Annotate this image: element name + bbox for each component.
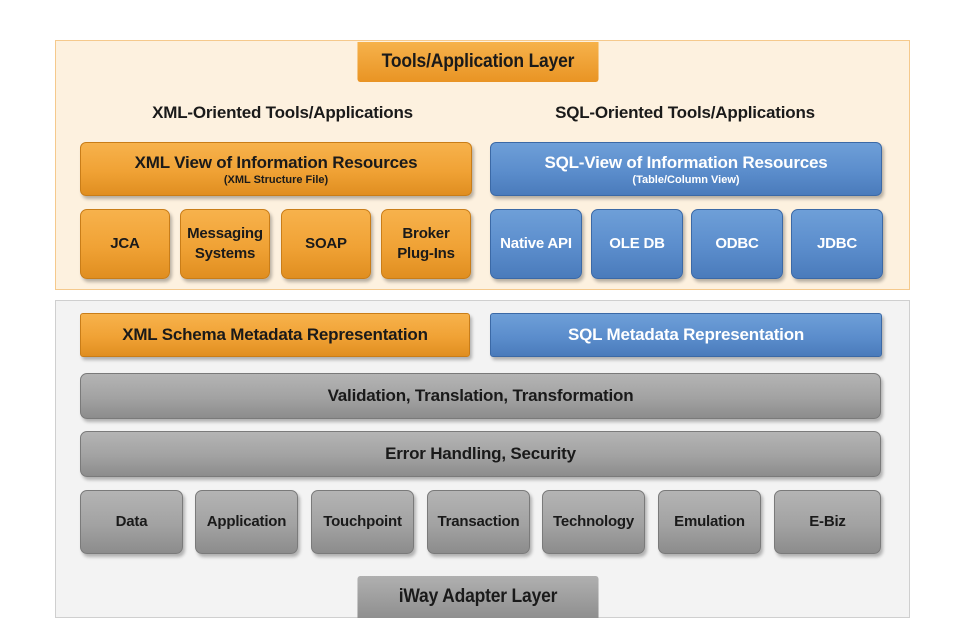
tools-application-layer-title: Tools/Application Layer bbox=[357, 42, 599, 82]
xml-tile-label: JCA bbox=[110, 235, 140, 252]
sql-tile-ole-db: OLE DB bbox=[591, 209, 683, 279]
xml-tile-broker-plug-ins: Broker Plug-Ins bbox=[381, 209, 471, 279]
adapter-tile-application: Application bbox=[195, 490, 298, 554]
sql-view-box: SQL-View of Information Resources (Table… bbox=[490, 142, 882, 196]
adapter-tile-technology: Technology bbox=[542, 490, 645, 554]
xml-tile-label: SOAP bbox=[305, 235, 347, 252]
xml-view-subtitle: (XML Structure File) bbox=[223, 173, 329, 186]
xml-tile-messaging-systems: Messaging Systems bbox=[180, 209, 270, 279]
adapter-tile-label: Data bbox=[115, 513, 148, 530]
xml-view-box: XML View of Information Resources (XML S… bbox=[80, 142, 472, 196]
sql-tile-label: OLE DB bbox=[609, 235, 665, 252]
adapter-tile-touchpoint: Touchpoint bbox=[311, 490, 414, 554]
adapter-tile-label: Touchpoint bbox=[323, 513, 402, 530]
adapter-tile-data: Data bbox=[80, 490, 183, 554]
adapter-tile-transaction: Transaction bbox=[427, 490, 530, 554]
xml-oriented-heading: XML-Oriented Tools/Applications bbox=[152, 103, 413, 122]
adapter-tile-label: Application bbox=[206, 513, 287, 530]
adapter-tile-emulation: Emulation bbox=[658, 490, 761, 554]
error-handling-security-bar: Error Handling, Security bbox=[80, 431, 881, 477]
adapter-tile-label: Technology bbox=[552, 513, 635, 530]
xml-tile-label: Messaging Systems bbox=[187, 225, 263, 262]
sql-view-title: SQL-View of Information Resources bbox=[544, 152, 828, 172]
adapter-tile-label: Emulation bbox=[674, 513, 745, 530]
xml-tile-label: Broker Plug-Ins bbox=[397, 225, 455, 262]
xml-tile-jca: JCA bbox=[80, 209, 170, 279]
adapter-tile-label: E-Biz bbox=[809, 513, 846, 530]
sql-tile-odbc: ODBC bbox=[691, 209, 783, 279]
xml-view-title: XML View of Information Resources bbox=[134, 152, 418, 172]
sql-tile-jdbc: JDBC bbox=[791, 209, 883, 279]
sql-view-subtitle: (Table/Column View) bbox=[632, 173, 740, 186]
iway-adapter-layer-title: iWay Adapter Layer bbox=[357, 576, 599, 618]
sql-metadata-bar: SQL Metadata Representation bbox=[490, 313, 882, 357]
xml-schema-metadata-bar: XML Schema Metadata Representation bbox=[80, 313, 470, 357]
sql-tile-label: JDBC bbox=[816, 235, 858, 252]
adapter-tile-e-biz: E-Biz bbox=[774, 490, 881, 554]
sql-oriented-heading: SQL-Oriented Tools/Applications bbox=[555, 103, 815, 122]
validation-translation-transformation-bar: Validation, Translation, Transformation bbox=[80, 373, 881, 419]
sql-tile-native-api: Native API bbox=[490, 209, 582, 279]
sql-tile-label: Native API bbox=[500, 235, 572, 252]
xml-tile-soap: SOAP bbox=[281, 209, 371, 279]
adapter-tile-label: Transaction bbox=[437, 513, 520, 530]
sql-tile-label: ODBC bbox=[715, 235, 759, 252]
